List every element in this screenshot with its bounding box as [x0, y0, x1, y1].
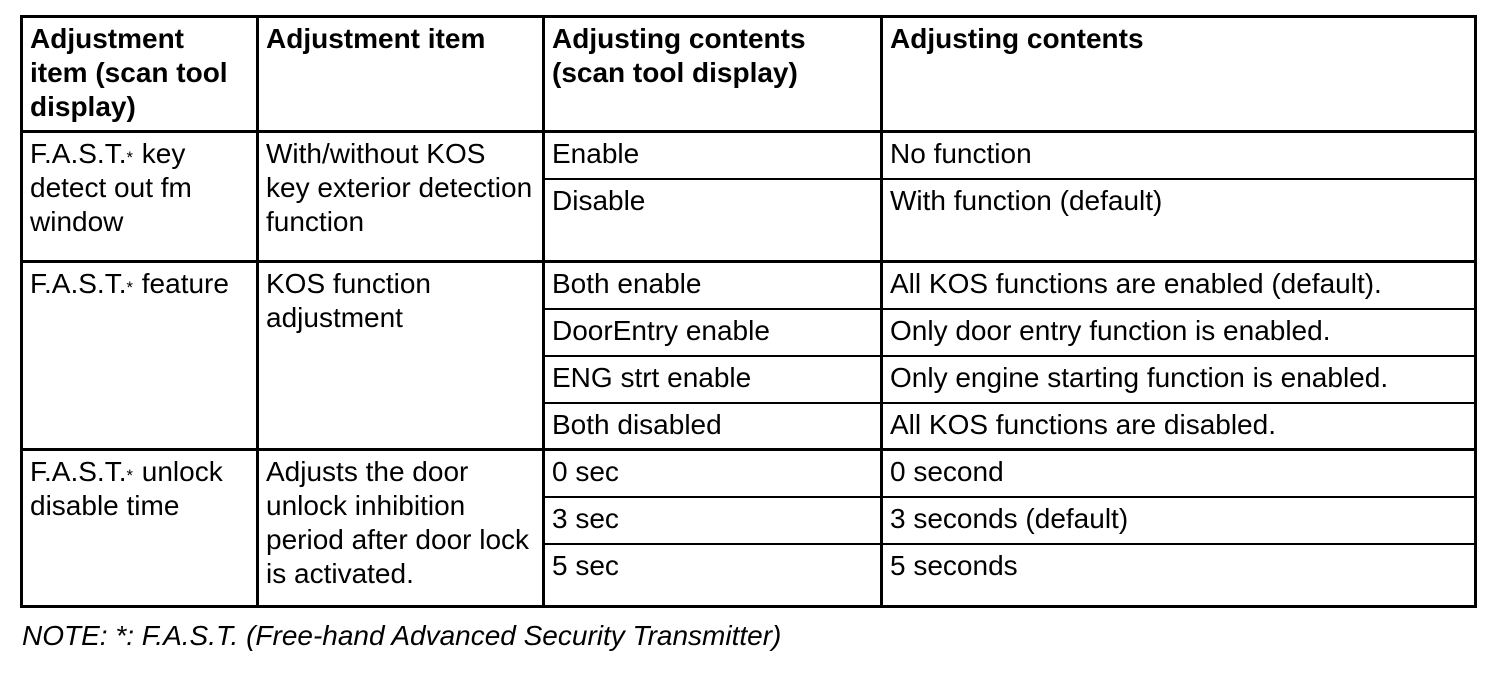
description-cell: No function	[880, 130, 1477, 180]
item-scan-text: key detect out fm window	[30, 138, 192, 237]
table-row: Both disabled All KOS functions are disa…	[22, 401, 1477, 451]
description-cell: Only engine starting function is enabled…	[880, 354, 1477, 404]
col-header-adjustment-item-scan: Adjustment item (scan tool display)	[20, 15, 259, 133]
item-desc-cell: Adjusts the door unlock inhibition perio…	[256, 448, 545, 608]
table-row: 5 sec 5 seconds	[22, 542, 1477, 608]
option-cell: Both disabled	[542, 401, 883, 451]
item-scan-text: F.A.S.T.	[30, 456, 127, 487]
table-row: DoorEntry enable Only door entry functio…	[22, 307, 1477, 357]
item-desc-cell: KOS function adjustment	[256, 260, 545, 451]
item-scan-text: F.A.S.T.	[30, 268, 127, 299]
description-cell: Only door entry function is enabled.	[880, 307, 1477, 357]
item-scan-cell: F.A.S.T.* feature	[20, 260, 259, 451]
asterisk-footnote-marker: *	[126, 278, 134, 297]
option-cell: ENG strt enable	[542, 354, 883, 404]
document-page: Adjustment item (scan tool display) Adju…	[20, 15, 1477, 653]
table-row: F.A.S.T.* feature KOS function adjustmen…	[20, 260, 1477, 451]
col-header-adjustment-item: Adjustment item	[256, 15, 545, 133]
description-cell: 0 second	[880, 448, 1477, 498]
asterisk-footnote-marker: *	[126, 466, 134, 485]
description-cell: All KOS functions are disabled.	[880, 401, 1477, 451]
table-row: 3 sec 3 seconds (default)	[22, 495, 1477, 545]
option-cell: 5 sec	[542, 542, 883, 608]
header-row: Adjustment item (scan tool display) Adju…	[20, 15, 1477, 133]
option-cell: 3 sec	[542, 495, 883, 545]
adjustment-settings-table: Adjustment item (scan tool display) Adju…	[20, 15, 1477, 608]
col-header-adjusting-contents: Adjusting contents	[880, 15, 1477, 133]
table-row: Disable With function (default)	[22, 177, 1477, 263]
description-cell: With function (default)	[880, 177, 1477, 263]
col-header-adjusting-contents-scan: Adjusting contents (scan tool display)	[542, 15, 883, 133]
description-cell: All KOS functions are enabled (default).	[880, 260, 1477, 310]
option-cell: Both enable	[542, 260, 883, 310]
footnote: NOTE: *: F.A.S.T. (Free-hand Advanced Se…	[22, 620, 782, 651]
option-cell: Enable	[542, 130, 883, 180]
item-scan-text: feature	[134, 268, 229, 299]
option-cell: Disable	[542, 177, 883, 263]
option-cell: DoorEntry enable	[542, 307, 883, 357]
table-row: F.A.S.T.* unlock disable time Adjusts th…	[20, 448, 1477, 608]
item-scan-cell: F.A.S.T.* unlock disable time	[20, 448, 259, 608]
description-cell: 3 seconds (default)	[880, 495, 1477, 545]
table-row: ENG strt enable Only engine starting fun…	[22, 354, 1477, 404]
description-cell: 5 seconds	[880, 542, 1477, 608]
table-row: F.A.S.T.* key detect out fm window With/…	[20, 130, 1477, 263]
option-cell: 0 sec	[542, 448, 883, 498]
item-desc-cell: With/without KOS key exterior detection …	[256, 130, 545, 263]
asterisk-footnote-marker: *	[126, 148, 134, 167]
item-scan-text: F.A.S.T.	[30, 138, 127, 169]
item-scan-cell: F.A.S.T.* key detect out fm window	[20, 130, 259, 263]
item-scan-text: unlock disable time	[30, 456, 223, 521]
